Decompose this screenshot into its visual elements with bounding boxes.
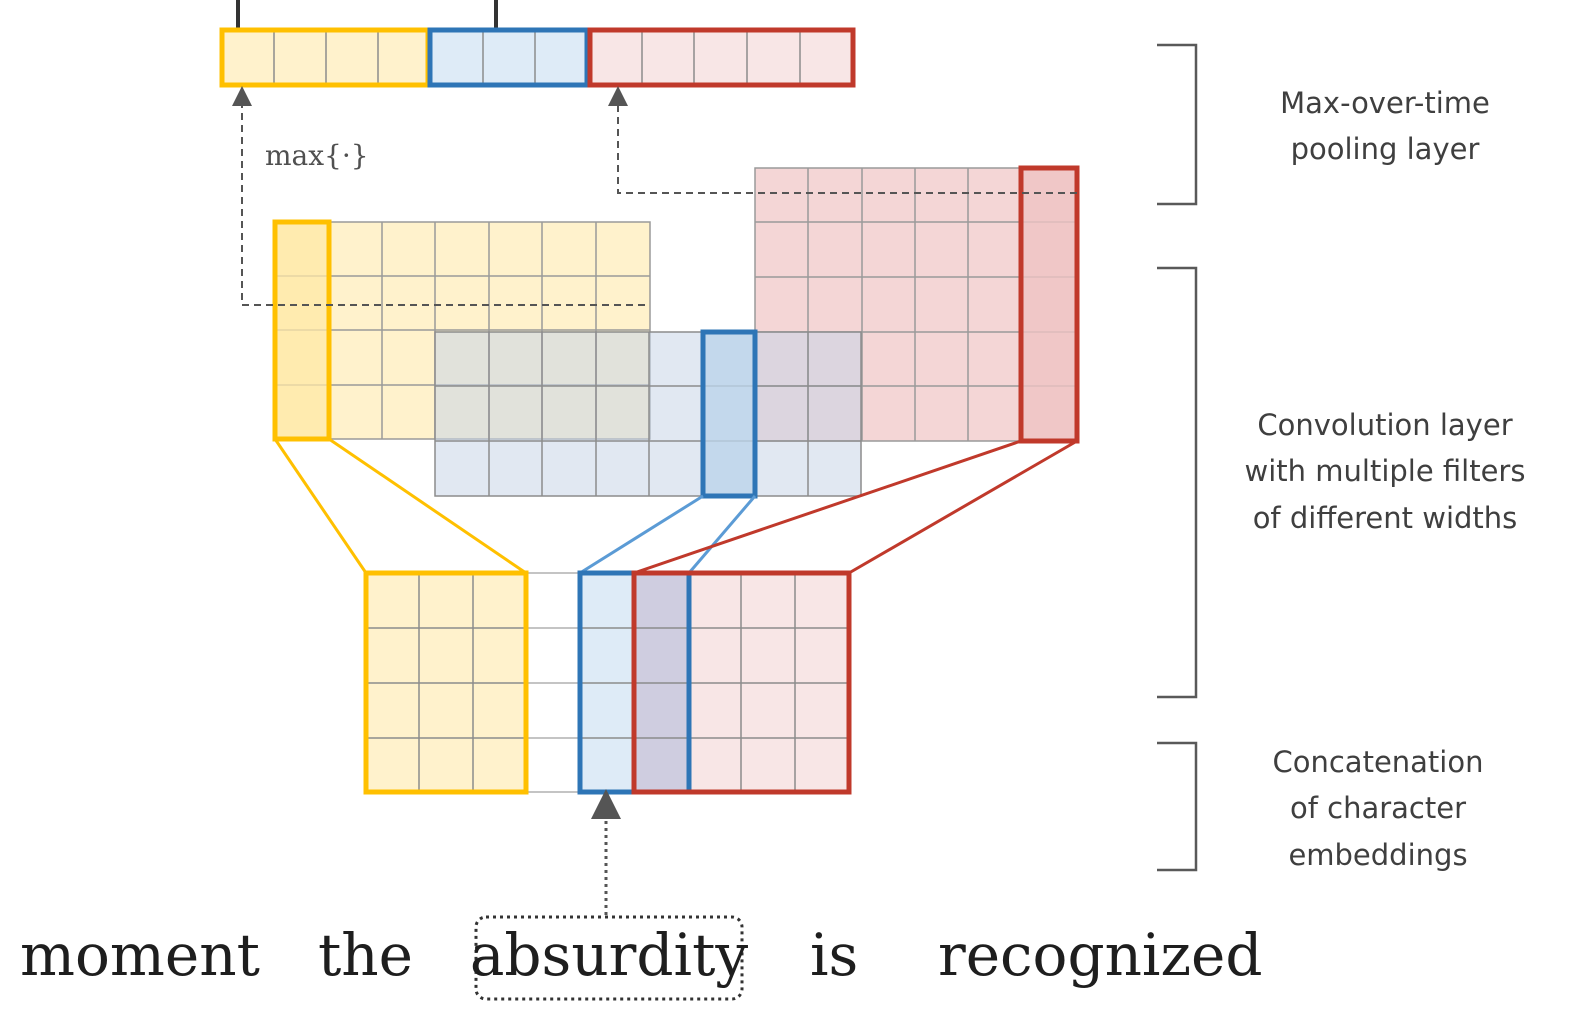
pooled-yellow-segment: [219, 27, 431, 88]
character-embedding-matrix: [363, 570, 852, 795]
embedding-label-line-1: Concatenation: [1272, 745, 1483, 779]
word-absurdity: absurdity: [470, 921, 749, 989]
convolution-label-line-3: of different widths: [1253, 501, 1518, 535]
blue-highlight-column: [700, 329, 758, 499]
pooling-label-line-1: Max-over-time: [1280, 86, 1490, 120]
max-operator-label: max{·}: [265, 139, 369, 172]
convolution-label-line-1: Convolution layer: [1257, 408, 1512, 442]
yellow-filter-window: [363, 570, 529, 795]
highlighted-word-box: [474, 915, 744, 1001]
max-pooling-arrows: [232, 86, 1077, 306]
input-sentence: moment the absurdity is recognized: [20, 915, 1263, 1001]
pooling-layer-label: Max-over-time pooling layer: [1280, 86, 1490, 166]
embedding-bracket: [1157, 741, 1198, 872]
word-the: the: [318, 921, 413, 989]
word-is: is: [810, 921, 858, 989]
embedding-layer-label: Concatenation of character embeddings: [1272, 745, 1483, 872]
pooled-vector: [219, 27, 856, 88]
filter-connectors: [273, 437, 1078, 575]
convolution-bracket: [1157, 266, 1198, 699]
pooled-red-segment: [587, 27, 856, 88]
embedding-label-line-2: of character: [1290, 791, 1466, 825]
word-recognized: recognized: [938, 921, 1263, 989]
word-moment: moment: [20, 921, 260, 989]
convolution-label-line-2: with multiple filters: [1245, 454, 1526, 488]
embedding-label-line-3: embeddings: [1288, 838, 1467, 872]
convolution-layer-label: Convolution layer with multiple filters …: [1245, 408, 1526, 535]
layer-brackets: [1157, 43, 1198, 872]
feature-map-blue: [434, 331, 862, 497]
pooling-bracket: [1157, 43, 1198, 206]
top-output-lines: [236, 0, 498, 30]
yellow-highlight-column: [272, 219, 332, 442]
pooled-blue-segment: [427, 27, 590, 88]
red-highlight-column: [1018, 165, 1080, 444]
pooling-label-line-2: pooling layer: [1291, 132, 1480, 166]
